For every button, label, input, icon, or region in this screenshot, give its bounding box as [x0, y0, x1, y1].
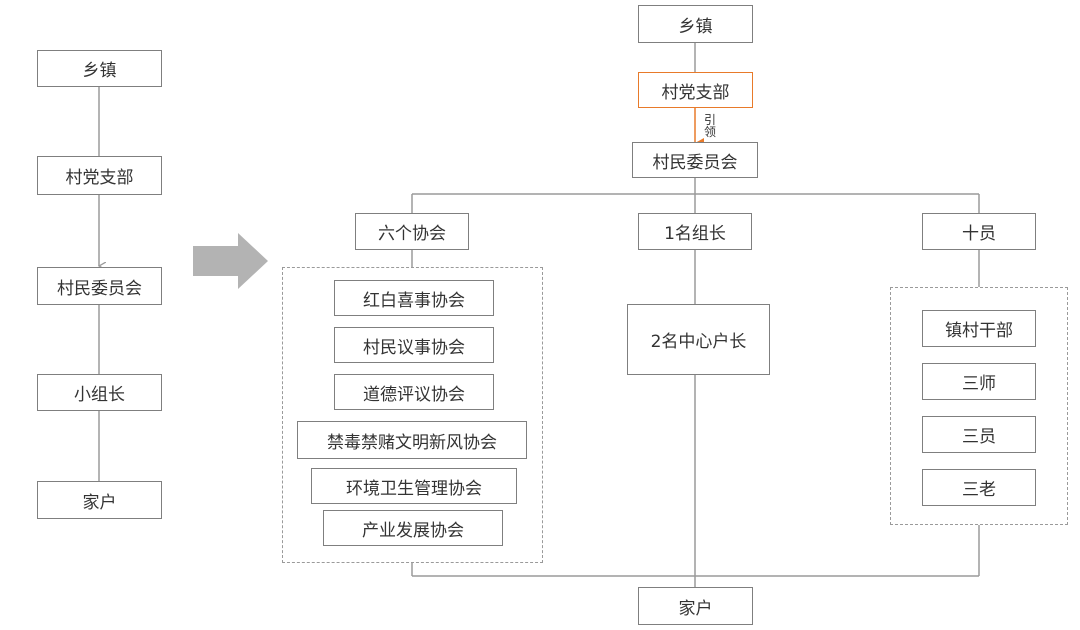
six-associations-box: 六个协会	[355, 213, 469, 250]
left-party-branch-box: 村党支部	[37, 156, 162, 195]
center-household-heads-box: 2名中心户长	[627, 304, 770, 375]
left-household-box: 家户	[37, 481, 162, 519]
association-item: 禁毒禁赌文明新风协会	[297, 421, 527, 459]
right-party-branch-box: 村党支部	[638, 72, 753, 108]
transition-arrow	[193, 233, 268, 289]
guide-label-2: 领	[703, 125, 716, 139]
group-leader-box: 1名组长	[638, 213, 752, 250]
ten-members-box: 十员	[922, 213, 1036, 250]
right-household-box: 家户	[638, 587, 753, 625]
left-group-leader-box: 小组长	[37, 374, 162, 411]
association-item: 产业发展协会	[323, 510, 503, 546]
ten-member-item: 三老	[922, 469, 1036, 506]
ten-member-item: 三师	[922, 363, 1036, 400]
guide-label-1: 引	[703, 113, 716, 127]
association-item: 道德评议协会	[334, 374, 494, 410]
left-township-box: 乡镇	[37, 50, 162, 87]
ten-member-item: 三员	[922, 416, 1036, 453]
ten-member-item: 镇村干部	[922, 310, 1036, 347]
association-item: 村民议事协会	[334, 327, 494, 363]
ten-members-group	[890, 287, 1068, 525]
right-township-box: 乡镇	[638, 5, 753, 43]
right-village-committee-box: 村民委员会	[632, 142, 758, 178]
association-item: 环境卫生管理协会	[311, 468, 517, 504]
association-item: 红白喜事协会	[334, 280, 494, 316]
associations-group	[282, 267, 543, 563]
left-village-committee-box: 村民委员会	[37, 267, 162, 305]
